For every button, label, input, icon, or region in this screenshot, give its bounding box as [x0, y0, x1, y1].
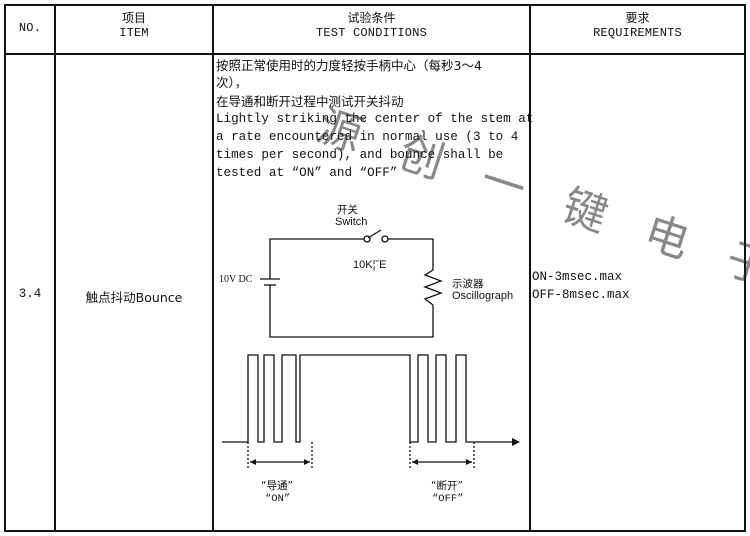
condition-text-en-1: Lightly striking the center of the stem … [216, 112, 534, 126]
resistor-symbol [423, 269, 443, 306]
on-label-zh: “导通” [261, 480, 293, 492]
switch-label-zh: 开关 [337, 204, 358, 216]
waveform-arrow-icon [512, 438, 520, 446]
header-item: 项目 ITEM [119, 11, 149, 40]
on-arrow-left-icon [250, 459, 256, 465]
switch-lever [367, 229, 382, 239]
off-label-en: “OFF” [432, 493, 464, 505]
oscillograph-label-zh: 示波器 [452, 278, 484, 290]
condition-text-en-2: a rate encountered in normal use (3 to 4 [216, 130, 519, 144]
header-divider [4, 53, 746, 55]
condition-text-en-4: tested at “ON” and “OFF” [216, 166, 398, 180]
column-divider [212, 4, 214, 532]
on-arrow-right-icon [304, 459, 310, 465]
table-frame [4, 4, 746, 532]
voltage-label: 10V DC [219, 274, 253, 285]
circuit-wire-right [388, 238, 434, 270]
header-test-conditions: 试验条件 TEST CONDITIONS [315, 11, 428, 40]
requirement-on: ON-3msec.max [532, 270, 623, 284]
header-requirements: 要求 REQUIREMENTS [593, 11, 682, 40]
condition-text-zh-2: 次）， [216, 75, 248, 90]
resistor-label: 10K¦ˇE [353, 259, 387, 271]
condition-text-zh-1: 按照正常使用时的力度轻按手柄中心（每秒3～4 [216, 58, 482, 73]
off-arrow-left-icon [412, 459, 418, 465]
requirement-off: OFF-8msec.max [532, 288, 630, 302]
off-label-zh: “断开” [431, 480, 463, 492]
on-label-en: “ON” [265, 493, 291, 505]
bounce-waveform [222, 354, 512, 443]
column-divider [529, 4, 531, 532]
condition-text-en-3: times per second), and bounce shall be [216, 148, 504, 162]
condition-text-zh-3: 在导通和断开过程中测试开关抖动 [216, 94, 404, 109]
column-divider [54, 4, 56, 532]
circuit-wire-top [269, 238, 364, 268]
off-arrow-right-icon [466, 459, 472, 465]
row-number: 3.4 [18, 287, 42, 301]
switch-label-en: Switch [335, 216, 368, 228]
header-no: NO. [18, 21, 42, 35]
switch-contact-right [381, 235, 389, 243]
circuit-wire-bottom [269, 292, 434, 338]
oscillograph-label-en: Oscillograph [452, 290, 514, 302]
row-item-name: 触点抖动Bounce [85, 290, 183, 305]
